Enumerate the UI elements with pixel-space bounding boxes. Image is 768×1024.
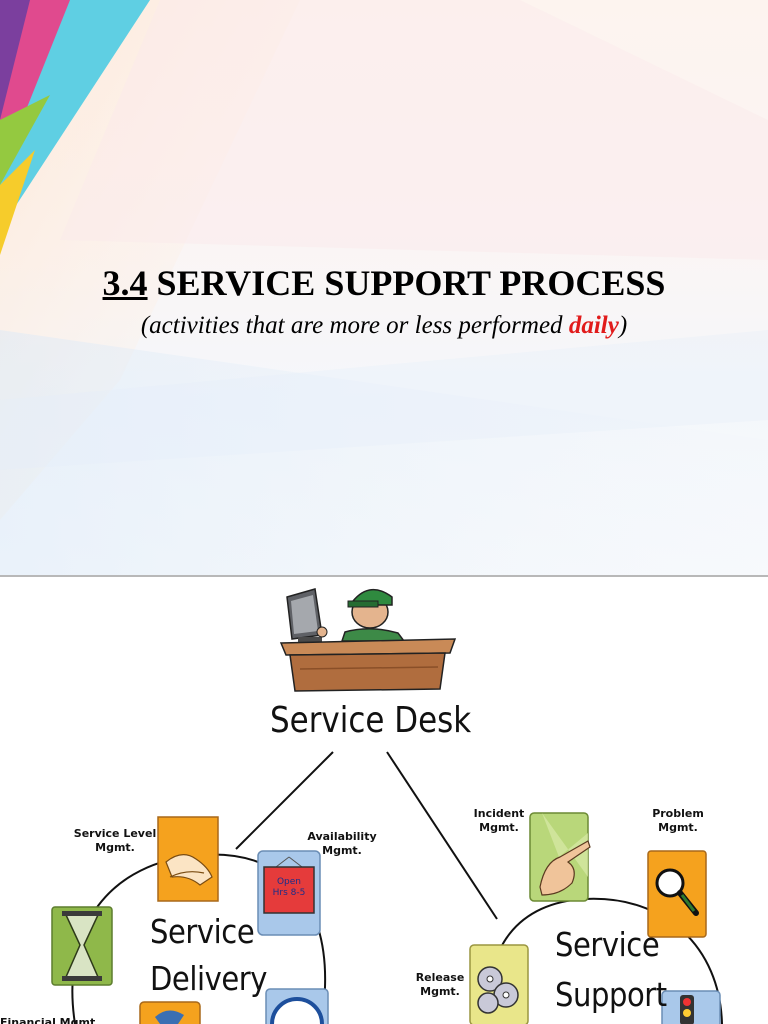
slide-background-decoration (0, 0, 768, 576)
slide-divider (0, 575, 768, 577)
open-hours-sign-text: Open Hrs 8-5 (272, 877, 306, 898)
handshake-icon (157, 816, 219, 902)
magnifier-icon (647, 850, 707, 938)
service-delivery-label-line1: Service (150, 912, 255, 951)
diagram-graphics (51, 588, 723, 1024)
hourglass-icon (51, 906, 113, 986)
financial-mgmt-label: Financial Mgmt (0, 1016, 96, 1024)
incident-mgmt-label: Incident Mgmt. (473, 807, 525, 834)
section-number: 3.4 (102, 263, 148, 303)
clock-icon (265, 988, 329, 1024)
service-desk-clipart (279, 588, 457, 692)
title-slide: 3.4 SERVICE SUPPORT PROCESS (activities … (0, 0, 768, 576)
release-mgmt-label: Release Mgmt. (415, 971, 465, 998)
open-sign-icon (257, 850, 321, 936)
service-support-label-line2: Support (555, 975, 667, 1014)
service-support-label-line1: Service (555, 925, 660, 964)
slide-title: 3.4 SERVICE SUPPORT PROCESS (0, 262, 768, 304)
title-text: SERVICE SUPPORT PROCESS (156, 263, 666, 303)
problem-mgmt-label: Problem Mgmt. (652, 807, 704, 834)
subtitle-open: (activities that are more or less perfor… (140, 312, 569, 339)
connector-line-right (386, 751, 498, 920)
subtitle-emphasis: daily (568, 312, 619, 339)
financial-arrow-icon (139, 1001, 201, 1024)
itil-diagram-slide: Service Desk Service Delivery Service Su… (0, 577, 768, 1024)
pointing-hand-icon (529, 812, 591, 902)
slide-subtitle: (activities that are more or less perfor… (0, 312, 768, 340)
service-level-mgmt-label: Service Level Mgmt. (73, 827, 157, 854)
disks-icon (469, 944, 529, 1024)
service-desk-label: Service Desk (270, 700, 472, 741)
service-delivery-label-line2: Delivery (150, 959, 268, 998)
availability-mgmt-label: Availability Mgmt. (307, 830, 377, 857)
traffic-light-icon (661, 990, 721, 1024)
subtitle-close: ) (618, 312, 628, 339)
connector-line-left (235, 751, 334, 850)
